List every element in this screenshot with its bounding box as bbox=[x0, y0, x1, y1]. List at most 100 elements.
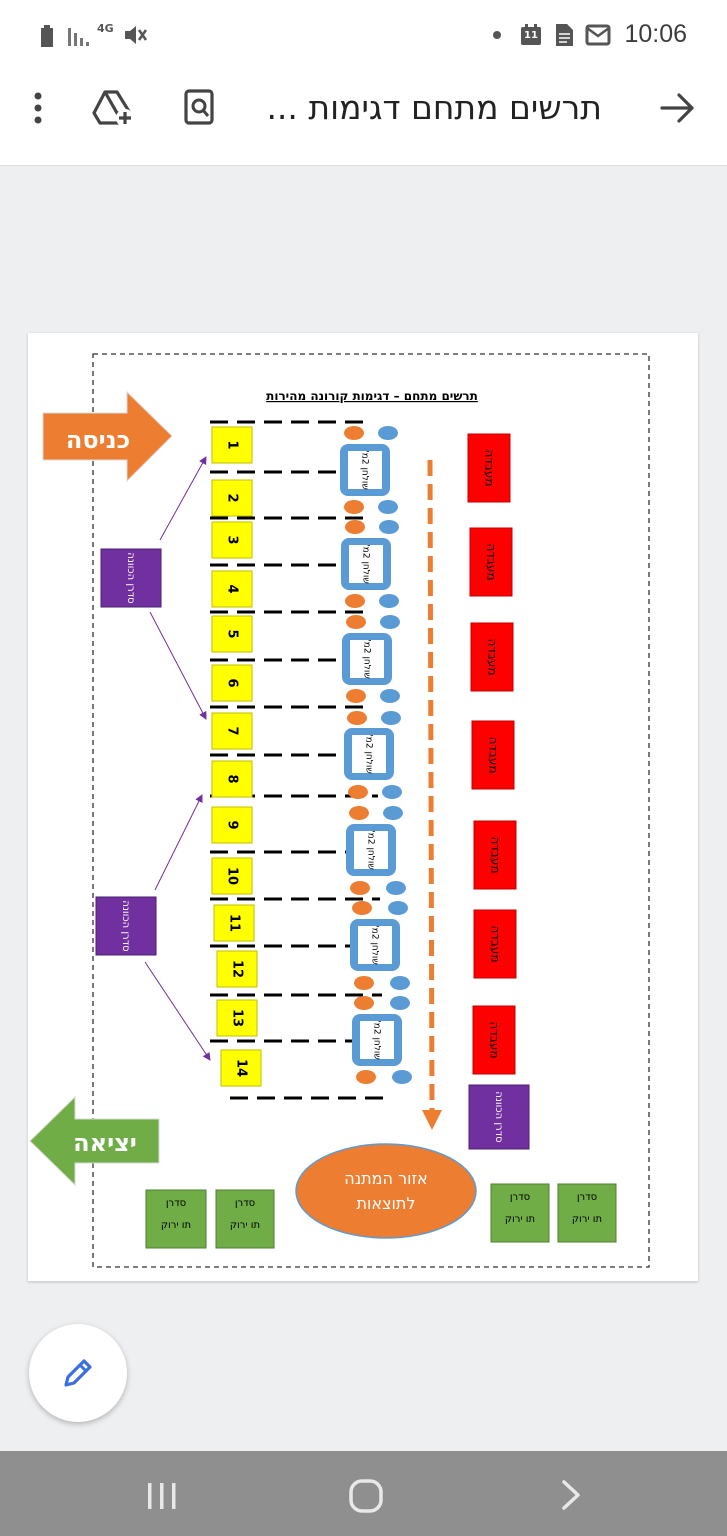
svg-text:שולחן 2מ': שולחן 2מ' bbox=[362, 639, 372, 678]
home-icon[interactable] bbox=[348, 1478, 384, 1514]
green-usher bbox=[490, 1183, 550, 1243]
svg-text:5: 5 bbox=[225, 629, 240, 638]
usher-direction-arrows bbox=[144, 456, 211, 1061]
usher-box: סדרן הכוונה bbox=[100, 548, 162, 608]
pencil-icon bbox=[64, 1359, 92, 1387]
flow-arrow bbox=[422, 459, 442, 1130]
station: 6 bbox=[211, 664, 253, 702]
green-usher-line1: סדרן bbox=[509, 1192, 531, 1203]
green-usher-label: סדרן תו ירוק bbox=[146, 1193, 206, 1237]
station: 2 bbox=[211, 479, 253, 517]
entrance-arrow: כניסה bbox=[42, 390, 173, 483]
svg-text:מעבדה: מעבדה bbox=[485, 544, 499, 581]
sampling-table: שולחן 2מ' bbox=[346, 806, 406, 895]
svg-text:שולחן 2מ': שולחן 2מ' bbox=[361, 544, 371, 583]
lab-box: מעבדה bbox=[471, 720, 515, 790]
lab-box: מעבדה bbox=[470, 622, 514, 692]
svg-text:מעבדה: מעבדה bbox=[489, 837, 503, 874]
mute-icon bbox=[125, 26, 148, 44]
site-diagram: תרשים מתחם – דגימות קורונה מהירות כניסה … bbox=[29, 353, 650, 1268]
svg-text:שולחן 2מ': שולחן 2מ' bbox=[360, 450, 370, 489]
usher-box: סדרן הכוונה bbox=[468, 1084, 530, 1150]
diagram-heading: תרשים מתחם – דגימות קורונה מהירות bbox=[266, 389, 478, 403]
station: 13 bbox=[216, 999, 258, 1037]
svg-text:מעבדה: מעבדה bbox=[488, 1022, 502, 1059]
svg-text:12: 12 bbox=[230, 960, 245, 978]
edit-button[interactable] bbox=[29, 1324, 127, 1422]
document-title: תרשים מתחם דגימות ... bbox=[266, 88, 602, 127]
svg-text:7: 7 bbox=[225, 726, 240, 735]
back-nav-icon[interactable] bbox=[558, 1479, 584, 1511]
station: 11 bbox=[213, 904, 255, 942]
station: 14 bbox=[220, 1049, 262, 1087]
green-usher bbox=[145, 1189, 207, 1249]
station: 12 bbox=[216, 950, 258, 988]
green-usher-line2: תו ירוק bbox=[504, 1214, 536, 1225]
waiting-area-label: אזור המתנה לתוצאות bbox=[344, 1169, 428, 1213]
green-usher-label: סדרן תו ירוק bbox=[216, 1193, 274, 1237]
sampling-table: שולחן 2מ' bbox=[350, 901, 410, 990]
add-to-drive-icon[interactable] bbox=[92, 88, 136, 128]
battery-icon bbox=[41, 25, 53, 47]
lab-box: מעבדה bbox=[472, 1005, 516, 1075]
green-usher-label: סדרן תו ירוק bbox=[491, 1187, 549, 1231]
site-boundary bbox=[92, 353, 650, 1268]
svg-text:סדרן הכוונה: סדרן הכוונה bbox=[120, 900, 131, 951]
green-usher bbox=[215, 1189, 275, 1249]
recent-apps-icon[interactable] bbox=[145, 1481, 179, 1511]
green-usher-line1: סדרן bbox=[234, 1198, 256, 1209]
green-usher bbox=[557, 1183, 617, 1243]
svg-text:שולחן 2מ': שולחן 2מ' bbox=[366, 830, 376, 869]
more-options-icon[interactable] bbox=[28, 90, 48, 130]
sampling-table: שולחן 2מ' bbox=[344, 711, 402, 799]
svg-text:שולחן 2מ': שולחן 2מ' bbox=[372, 1020, 382, 1059]
status-time: 10:06 bbox=[624, 20, 687, 48]
green-usher-line1: סדרן bbox=[165, 1198, 187, 1209]
station: 10 bbox=[211, 857, 253, 895]
svg-text:מעבדה: מעבדה bbox=[487, 737, 501, 774]
system-nav-bar bbox=[0, 1451, 727, 1536]
svg-text:1: 1 bbox=[225, 440, 240, 449]
svg-text:מעבדה: מעבדה bbox=[483, 450, 497, 487]
svg-text:10: 10 bbox=[225, 867, 240, 885]
svg-text:יציאה: יציאה bbox=[73, 1129, 137, 1157]
svg-text:סדרן הכוונה: סדרן הכוונה bbox=[125, 552, 136, 603]
svg-text:2: 2 bbox=[225, 493, 240, 502]
calendar-day: 11 bbox=[524, 30, 538, 41]
calendar-icon bbox=[521, 24, 541, 45]
lab-box: מעבדה bbox=[473, 909, 517, 979]
svg-text:14: 14 bbox=[234, 1059, 249, 1077]
status-bar: 4G 11 10:06 bbox=[0, 0, 727, 70]
mail-icon bbox=[585, 24, 611, 46]
svg-text:13: 13 bbox=[230, 1009, 245, 1027]
svg-text:מעבדה: מעבדה bbox=[486, 639, 500, 676]
svg-text:שולחן 2מ': שולחן 2מ' bbox=[370, 925, 380, 964]
sampling-table: שולחן 2מ' bbox=[340, 426, 398, 514]
notification-dot-icon bbox=[493, 31, 501, 39]
back-arrow-icon[interactable] bbox=[660, 92, 696, 124]
lab-box: מעבדה bbox=[469, 527, 513, 597]
green-usher-line2: תו ירוק bbox=[229, 1220, 261, 1231]
station: 7 bbox=[211, 712, 253, 750]
sampling-table: שולחן 2מ' bbox=[352, 996, 412, 1084]
station: 5 bbox=[211, 615, 253, 653]
svg-text:מעבדה: מעבדה bbox=[489, 926, 503, 963]
green-usher-label: סדרן תו ירוק bbox=[558, 1187, 616, 1231]
station: 4 bbox=[211, 570, 253, 608]
green-usher-line1: סדרן bbox=[576, 1192, 598, 1203]
lab-box: מעבדה bbox=[473, 820, 517, 890]
svg-text:שולחן 2מ': שולחן 2מ' bbox=[364, 734, 374, 773]
document-page[interactable]: תרשים מתחם – דגימות קורונה מהירות כניסה … bbox=[28, 333, 698, 1281]
signal-icon bbox=[68, 28, 89, 46]
exit-arrow: יציאה bbox=[29, 1095, 160, 1187]
svg-text:כניסה: כניסה bbox=[66, 426, 130, 454]
document-icon bbox=[556, 24, 573, 46]
svg-text:6: 6 bbox=[225, 678, 240, 687]
station: 9 bbox=[211, 806, 253, 844]
usher-box: סדרן הכוונה bbox=[95, 896, 157, 956]
svg-text:9: 9 bbox=[225, 820, 240, 829]
station: 3 bbox=[211, 521, 253, 559]
waiting-area: אזור המתנה לתוצאות bbox=[295, 1143, 477, 1239]
preview-search-icon[interactable] bbox=[183, 88, 217, 128]
network-type: 4G bbox=[97, 22, 114, 35]
